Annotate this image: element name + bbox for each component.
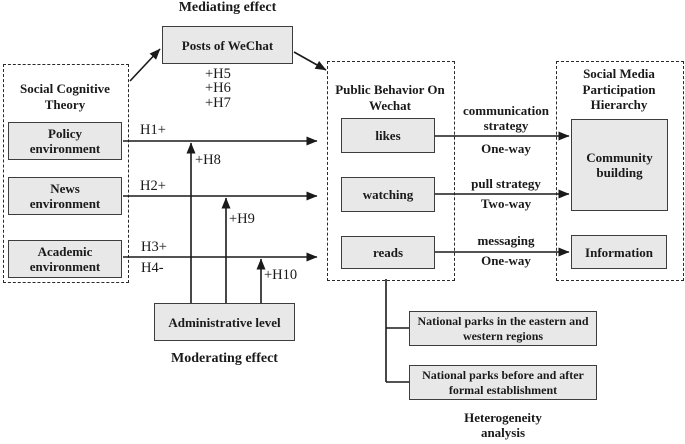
reads-box: reads (341, 236, 435, 269)
communication-mode-label: One-way (481, 141, 531, 156)
hypothesis-h5-label: +H5 (205, 66, 231, 82)
community-building-box: Community building (571, 119, 668, 211)
heterogeneity-analysis-label: Heterogeneity analysis (464, 410, 542, 440)
hypothesis-h3-label: H3+ (141, 239, 167, 255)
hypothesis-h10-label: +H10 (264, 267, 298, 283)
hypothesis-h7-label: +H7 (205, 95, 231, 111)
moderating-effect-label: Moderating effect (171, 351, 278, 366)
national-parks-establishment-box: National parks before and after formal e… (409, 365, 597, 400)
social-cognitive-theory-title: Social Cognitive Theory (20, 81, 110, 112)
public-behavior-title: Public Behavior On Wechat (335, 82, 445, 113)
pull-strategy-label: pull strategy (471, 176, 541, 191)
posts-to-behavior-arrow (293, 51, 327, 71)
news-environment-box: News environment (8, 177, 122, 215)
social-media-hierarchy-panel (556, 61, 684, 281)
hypothesis-h2-label: H2+ (140, 178, 166, 194)
national-parks-regions-box: National parks in the eastern and wester… (409, 311, 597, 346)
academic-environment-box: Academic environment (8, 240, 122, 278)
pull-mode-label: Two-way (480, 196, 532, 211)
information-box: Information (571, 235, 667, 269)
watching-box: watching (341, 177, 435, 212)
social-media-hierarchy-title: Social Media Participation Hierarchy (582, 66, 656, 112)
administrative-level-box: Administrative level (154, 303, 295, 341)
public-behavior-panel (327, 61, 455, 281)
hypothesis-h4-label: H4- (141, 260, 164, 276)
hypothesis-h8-label: +H8 (195, 152, 221, 168)
hypothesis-h6-label: +H6 (205, 80, 231, 96)
sct-to-posts-arrow (129, 48, 161, 82)
hypothesis-h1-label: H1+ (140, 122, 166, 138)
messaging-mode-label: One-way (481, 253, 531, 268)
policy-environment-box: Policy environment (8, 122, 122, 160)
social-cognitive-theory-panel (3, 64, 129, 283)
messaging-label: messaging (477, 233, 535, 248)
communication-strategy-label: communication strategy (463, 103, 549, 133)
likes-box: likes (341, 118, 435, 153)
mediating-effect-label: Mediating effect (178, 0, 277, 15)
posts-of-wechat-box: Posts of WeChat (162, 26, 293, 64)
hypothesis-h9-label: +H9 (229, 211, 255, 227)
